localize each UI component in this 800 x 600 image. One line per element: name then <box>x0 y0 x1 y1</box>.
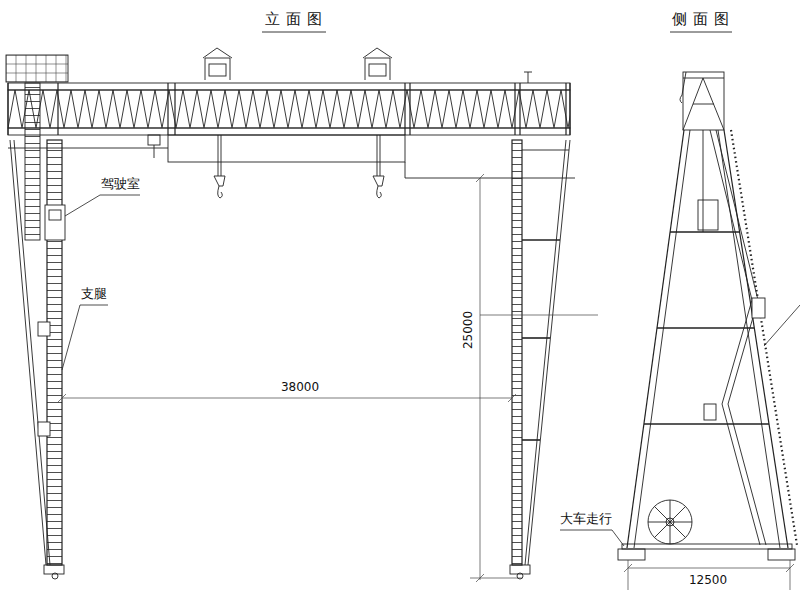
callout-label: 支腿 <box>80 287 108 301</box>
callout-label: 驾驶室 <box>100 177 141 191</box>
callout-label: 大车走行 <box>559 512 613 526</box>
dimension-value: 12500 <box>688 574 728 587</box>
dimension-value: 38000 <box>280 381 320 394</box>
dimension-value: 25000 <box>462 310 475 350</box>
view-title: 立面图 <box>259 11 329 28</box>
view-title: 侧面图 <box>666 11 736 28</box>
